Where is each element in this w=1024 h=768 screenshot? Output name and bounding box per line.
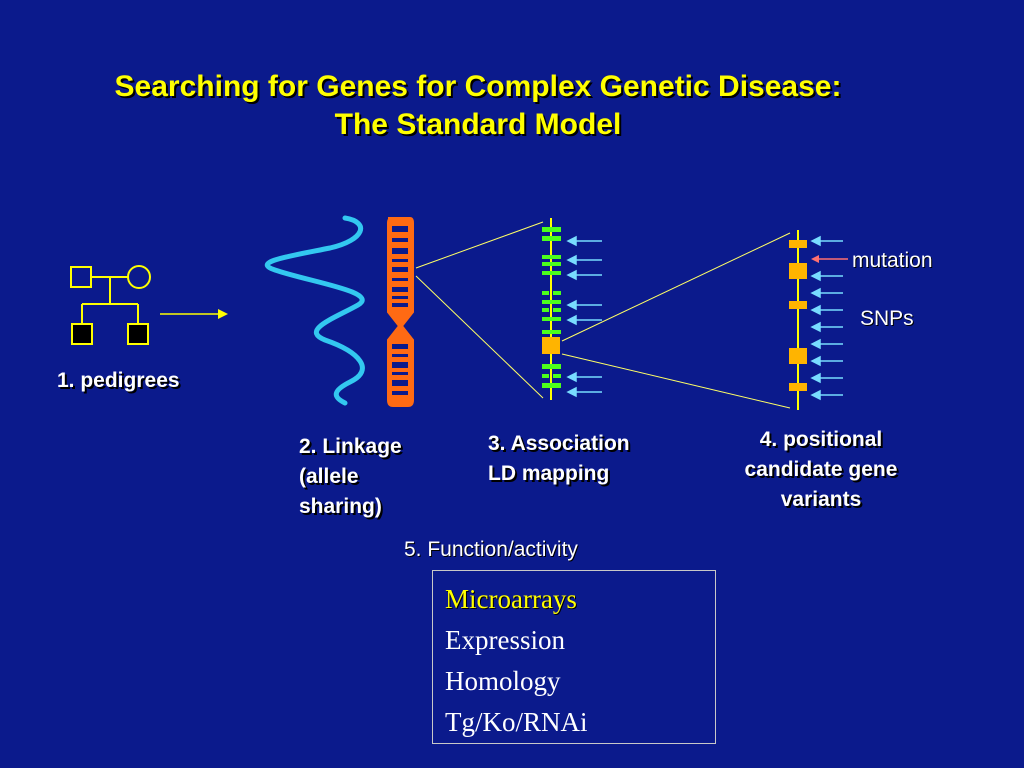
method-item: Expression bbox=[445, 625, 565, 655]
linkage-curve bbox=[264, 215, 365, 406]
title-line-2: The Standard Model bbox=[334, 108, 622, 141]
linkage-line-1: 2. Linkage bbox=[299, 435, 402, 458]
snp-arrows bbox=[810, 235, 843, 401]
positional-line-3: variants bbox=[780, 488, 862, 511]
chromosome-icon bbox=[387, 217, 414, 407]
association-segment bbox=[542, 218, 602, 400]
method-item: Tg/Ko/RNAi bbox=[445, 707, 588, 737]
zoom-line-upper bbox=[415, 221, 544, 269]
step-1-pedigrees-label: 1. pedigrees bbox=[57, 369, 180, 392]
linkage-line-2: (allele bbox=[299, 465, 359, 488]
variant-markers bbox=[789, 240, 807, 391]
association-candidate-region bbox=[542, 337, 560, 354]
association-line-2: LD mapping bbox=[488, 462, 610, 485]
slide-title: Searching for Genes for Complex Genetic … bbox=[0, 68, 956, 144]
mutation-label: mutation bbox=[852, 249, 933, 272]
microarrays-heading: Microarrays bbox=[445, 584, 577, 614]
pedigree-father-square bbox=[70, 266, 92, 288]
association-arrows bbox=[566, 235, 602, 398]
zoom-line-lower bbox=[415, 275, 544, 399]
positional-segment bbox=[789, 230, 848, 410]
association-line-1: 3. Association bbox=[488, 432, 630, 455]
pedigree-child-2-square bbox=[127, 323, 149, 345]
zoom-line-lower-2 bbox=[561, 353, 791, 409]
mutation-arrow bbox=[811, 255, 848, 263]
title-line-1: Searching for Genes for Complex Genetic … bbox=[114, 70, 842, 103]
pedigree-arrow-icon bbox=[160, 309, 228, 319]
chromosome-bands bbox=[392, 226, 408, 395]
method-item: Homology bbox=[445, 666, 561, 696]
step-2-linkage-label: 2. Linkage (allele sharing) bbox=[299, 432, 402, 522]
pedigree-icon bbox=[70, 265, 151, 345]
step-5-function-label: 5. Function/activity bbox=[404, 538, 578, 561]
linkage-line-3: sharing) bbox=[299, 495, 382, 518]
positional-line-1: 4. positional bbox=[759, 428, 883, 451]
pedigree-child-1-square bbox=[71, 323, 93, 345]
positional-line-2: candidate gene bbox=[744, 458, 898, 481]
association-markers bbox=[542, 227, 561, 388]
zoom-line-upper-2 bbox=[561, 232, 791, 342]
function-methods-box: Microarrays Expression Homology Tg/Ko/RN… bbox=[432, 570, 716, 744]
pedigree-mother-circle bbox=[127, 265, 151, 289]
step-3-association-label: 3. Association LD mapping bbox=[488, 429, 630, 489]
step-4-positional-label: 4. positional candidate gene variants bbox=[716, 425, 926, 515]
snps-label: SNPs bbox=[860, 307, 914, 330]
